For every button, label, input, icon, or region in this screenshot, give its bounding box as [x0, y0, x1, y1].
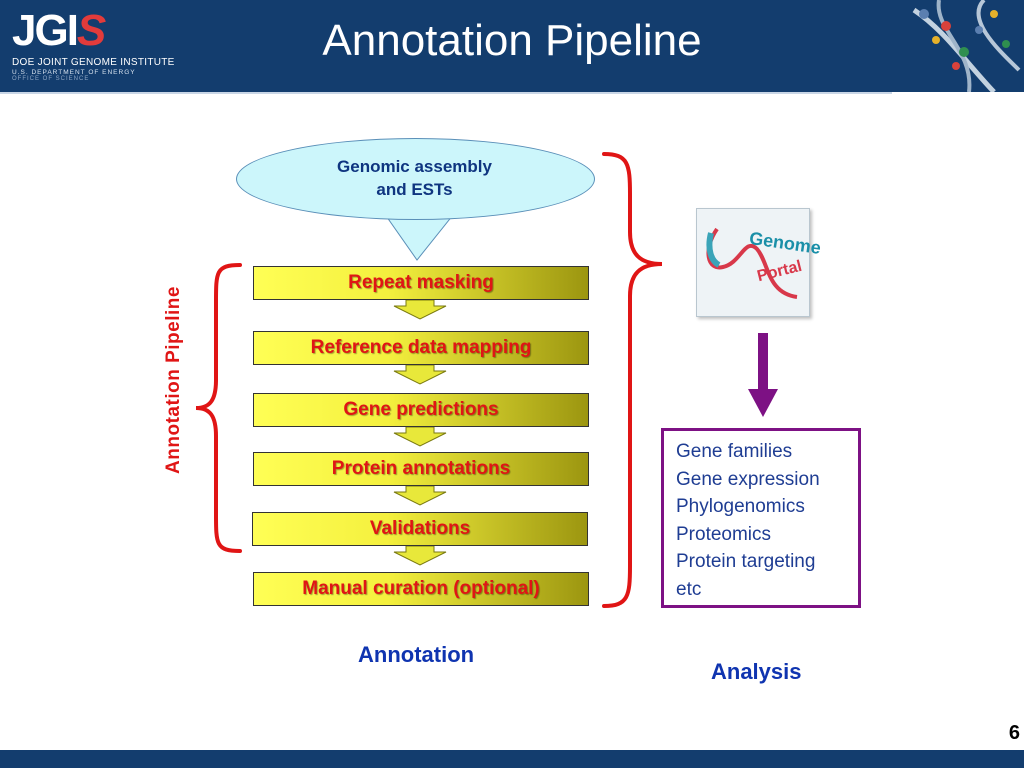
- header-bar: JGIS DOE JOINT GENOME INSTITUTE U.S. DEP…: [0, 0, 1024, 92]
- page-number: 6: [1008, 722, 1020, 744]
- pipeline-brace: [195, 263, 242, 553]
- annotation-brace: [602, 152, 663, 608]
- jgi-logo: JGIS DOE JOINT GENOME INSTITUTE U.S. DEP…: [12, 6, 175, 83]
- footer-bar: [0, 750, 1024, 768]
- logo-mark: JGIS: [12, 6, 106, 55]
- header-divider: [0, 92, 892, 94]
- dna-helix-icon: [912, 0, 1021, 92]
- analysis-item-protein-targeting: Protein targeting: [676, 551, 816, 572]
- step-repeat-masking: Repeat masking: [253, 266, 589, 300]
- step-manual-curation: Manual curation (optional): [253, 572, 589, 606]
- flow-arrow-2: [393, 365, 447, 385]
- callout-line2: and ESTs: [376, 180, 453, 199]
- annotation-label: Annotation: [358, 642, 475, 667]
- callout-line1: Genomic assembly: [337, 157, 492, 176]
- flow-arrow-5: [393, 546, 447, 566]
- analysis-item-phylogenomics: Phylogenomics: [676, 496, 805, 517]
- callout-text: Genomic assembly and ESTs: [236, 155, 593, 201]
- flow-arrow-4: [393, 486, 447, 506]
- step-gene-predictions: Gene predictions: [253, 393, 589, 427]
- flow-arrow-1: [393, 300, 447, 320]
- step-reference-data-mapping: Reference data mapping: [253, 331, 589, 365]
- analysis-item-proteomics: Proteomics: [676, 523, 772, 545]
- logo-line3: OFFICE OF SCIENCE: [12, 76, 90, 82]
- analysis-item-etc: etc: [676, 578, 702, 600]
- step-protein-annotations: Protein annotations: [253, 452, 589, 486]
- flow-arrow-3: [393, 427, 447, 447]
- analysis-list: Gene families Gene expression Phylogenom…: [661, 428, 861, 608]
- genomic-assembly-callout: [236, 138, 595, 220]
- step-validations: Validations: [252, 512, 588, 546]
- analysis-item-gene-families: Gene families: [676, 441, 793, 462]
- genome-portal-logo: Genome Portal: [696, 208, 822, 317]
- logo-line1: DOE JOINT GENOME INSTITUTE: [12, 57, 175, 68]
- genome-portal-graphic: [706, 227, 798, 299]
- pipeline-side-label: Annotation Pipeline: [163, 286, 184, 474]
- analysis-label: Analysis: [711, 659, 802, 684]
- logo-line2: U.S. DEPARTMENT OF ENERGY: [12, 69, 136, 76]
- analysis-item-gene-expression: Gene expression: [676, 468, 820, 490]
- page-title: Annotation Pipeline: [322, 16, 702, 65]
- down-arrow-icon: [748, 333, 778, 417]
